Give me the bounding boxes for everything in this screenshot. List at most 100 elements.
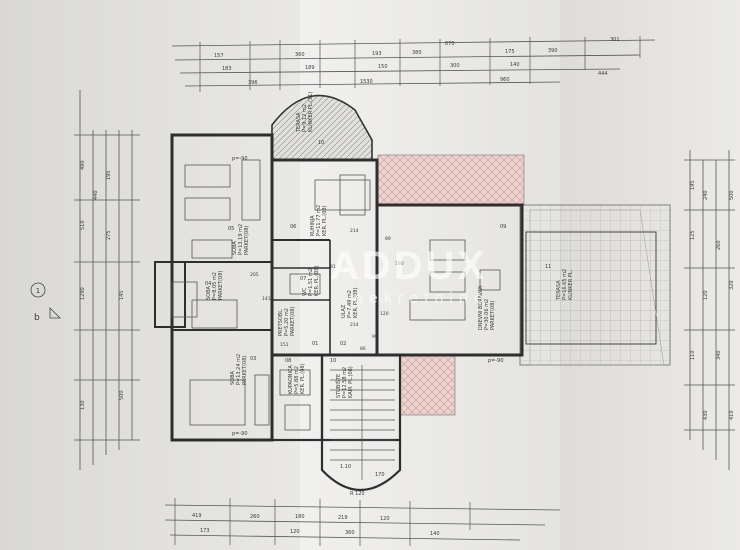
dim-left1-4: 440 bbox=[93, 190, 99, 200]
dim-bottom1-3: 219 bbox=[338, 515, 348, 521]
dim-inner-3: 214 bbox=[350, 322, 359, 328]
dim-right1-5: 340 bbox=[716, 350, 722, 360]
bottom-dimension-text: 419 260 180 219 120 173 120 360 140 bbox=[192, 513, 440, 537]
room-soba-bot-floor: PARKET(08) bbox=[242, 356, 248, 385]
dim-right1-0: 195 bbox=[690, 180, 696, 190]
right-dimension-text: 195 125 240 120 260 340 500 320 110 430 … bbox=[690, 180, 735, 420]
watermark-logo: ADDUX bbox=[330, 244, 488, 288]
room-kuhinja-floor: KER. PL.(08) bbox=[322, 205, 328, 236]
dim-top1-3: 380 bbox=[412, 50, 422, 56]
room-pretsoblje-num: 01 bbox=[312, 341, 318, 347]
room-terasa-top-num: 10 bbox=[318, 140, 324, 146]
dim-left1-1: 510 bbox=[80, 220, 86, 230]
room-soba-bot-num: 03 bbox=[250, 356, 256, 362]
paper-fold-left bbox=[0, 0, 300, 550]
dim-left2-0: 195 bbox=[106, 170, 112, 180]
dim-bottom1-1: 260 bbox=[250, 514, 260, 520]
room-dnevni-num: 09 bbox=[500, 224, 506, 230]
dim-right1-2: 240 bbox=[703, 190, 709, 200]
room-soba-top-area: P=13.19 m2 bbox=[238, 224, 244, 255]
left-dimension-lines bbox=[74, 90, 140, 470]
stair-height: 170 bbox=[375, 472, 385, 478]
furniture bbox=[171, 159, 501, 431]
dim-inner-8: 120 bbox=[380, 311, 389, 317]
dim-top2-4: 140 bbox=[510, 62, 520, 68]
dim-bottom1-2: 180 bbox=[295, 514, 305, 520]
dim-bottom1-4: 120 bbox=[380, 516, 390, 522]
dim-inner-0: 214 bbox=[350, 228, 359, 234]
room-wc-num: 07 bbox=[300, 276, 306, 282]
room-pretsoblje: PRETSOBL. P=5.20 m2 PARKET(08) bbox=[278, 307, 296, 336]
level-1: p=-90 bbox=[232, 156, 248, 162]
room-stubiste-num: 10 bbox=[330, 358, 336, 364]
room-soba-bot: SOBA P=13.24 m2 PARKET(08) bbox=[230, 354, 248, 385]
dim-top2-5: 444 bbox=[598, 71, 608, 77]
dim-right2-0: 500 bbox=[729, 190, 735, 200]
dim-top2-1: 189 bbox=[305, 65, 315, 71]
dim-top3-2: 870 bbox=[445, 41, 455, 47]
dim-top1-0: 157 bbox=[214, 53, 224, 59]
room-kupaonica: KUPAONICA P=5.88 m2 KER. PL.(08) bbox=[288, 363, 306, 394]
dim-top1-5: 390 bbox=[548, 48, 558, 54]
dim-top1-6: 301 bbox=[610, 37, 620, 43]
dim-top1-1: 360 bbox=[295, 52, 305, 58]
room-terasa-top-area: P=9.12 m2 bbox=[302, 104, 308, 132]
room-kuhinja-area: P=11.77 m2 bbox=[316, 205, 322, 236]
room-dnevni-area: P=30.06 m2 bbox=[484, 299, 490, 330]
dim-right2-2: 110 bbox=[690, 350, 696, 360]
room-terasa-right-name: TERASA bbox=[556, 280, 562, 301]
exterior-paving bbox=[377, 154, 671, 416]
room-kuhinja-num: 06 bbox=[290, 224, 296, 230]
room-kuhinja-name: KUHINJA bbox=[310, 215, 316, 236]
inner-dimensions: 214 205 141 214 81 151 86 99 120 89 190 bbox=[250, 228, 404, 352]
room-stubiste-area: P=12.58 m2 bbox=[342, 367, 348, 398]
room-soba-mid-name: SOBA bbox=[206, 285, 212, 300]
dim-top2-3: 300 bbox=[450, 63, 460, 69]
room-kupaonica-name: KUPAONICA bbox=[288, 365, 294, 394]
room-wc: WC P=1.51 m2 KER. PL.(08) bbox=[302, 265, 320, 296]
room-stubiste-name: STUBIŠTE bbox=[335, 374, 342, 398]
room-soba-top-floor: PARKET(08) bbox=[244, 226, 250, 255]
dim-right2-4: 410 bbox=[729, 410, 735, 420]
dim-top2-0: 183 bbox=[222, 66, 232, 72]
dim-right1-1: 125 bbox=[690, 230, 696, 240]
dim-inner-1: 205 bbox=[250, 272, 259, 278]
room-terasa-top: TERASA P=9.12 m2 KLINKER PL.(11) bbox=[296, 92, 314, 133]
dim-top3-0: 396 bbox=[248, 80, 258, 86]
watermark: ADDUX nekretnine bbox=[330, 244, 484, 324]
room-terasa-top-name: TERASA bbox=[296, 112, 302, 133]
level-2: p=-90 bbox=[488, 358, 504, 364]
room-terasa-right-floor: KLINKER PL. bbox=[568, 269, 574, 300]
dim-inner-10: 190 bbox=[395, 261, 404, 267]
watermark-subtitle: nekretnine bbox=[354, 290, 489, 307]
dim-right1-3: 120 bbox=[703, 290, 709, 300]
dim-top1-2: 193 bbox=[372, 51, 382, 57]
room-stubiste-floor: KAM. PL.(08) bbox=[348, 366, 354, 398]
room-stubiste: STUBIŠTE P=12.58 m2 KAM. PL.(08) bbox=[335, 366, 354, 398]
room-kupaonica-area: P=5.88 m2 bbox=[294, 366, 300, 394]
room-wc-floor: KER. PL.(08) bbox=[314, 265, 320, 296]
section-marker: 1 b bbox=[30, 282, 61, 323]
room-terasa-right: TERASA P=16.65 m2 KLINKER PL. bbox=[556, 269, 574, 301]
room-soba-mid-num: 04 bbox=[205, 281, 211, 287]
top-dimension-lines bbox=[171, 36, 656, 92]
room-ulaz-area: P=7.49 m2 bbox=[347, 290, 353, 318]
room-soba-mid: SOBA P=8.05 m2 PARKET(08) bbox=[206, 271, 224, 300]
room-pretsoblje-name: PRETSOBL. bbox=[278, 308, 284, 336]
dim-bottom2-3: 140 bbox=[430, 531, 440, 537]
room-dnevni: DNEVNI BORAVAK P=30.06 m2 PARKET(08) bbox=[478, 285, 496, 330]
dim-inner-5: 151 bbox=[280, 342, 289, 348]
stair-radius: R 120 bbox=[350, 491, 365, 497]
room-kupaonica-num: 08 bbox=[285, 358, 291, 364]
dim-right1-4: 260 bbox=[716, 240, 722, 250]
room-terasa-top-floor: KLINKER PL.(11) bbox=[308, 92, 314, 132]
room-ulaz-floor: KER. PL.(08) bbox=[353, 287, 359, 318]
room-ulaz: ULAZ P=7.49 m2 KER. PL.(08) bbox=[341, 287, 359, 318]
dim-left1-3: 1290 bbox=[80, 287, 86, 300]
room-wc-name: WC bbox=[302, 287, 308, 296]
right-dimension-lines bbox=[684, 150, 735, 470]
dim-bottom2-2: 360 bbox=[345, 530, 355, 536]
room-terasa-right-area: P=16.65 m2 bbox=[562, 269, 568, 300]
dim-inner-4: 81 bbox=[330, 264, 336, 270]
dim-top3-1: 1530 bbox=[360, 79, 373, 85]
